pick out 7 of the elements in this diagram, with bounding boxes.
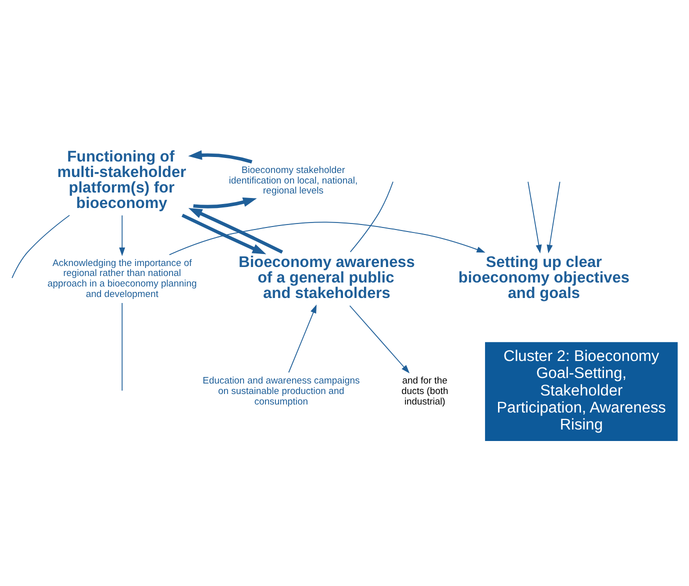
node-text: Education and awareness campaigns on sustainable production and consumption [202,375,360,407]
node-text: Bioeconomy awareness of a general public and stakeholders [238,254,415,302]
node-text: and for the ducts (both industrial) [401,375,448,407]
node-text: Bioeconomy stakeholder identification on local, national, regional levels [228,164,358,196]
node-text: Acknowledging the importance of regional rather than national approach in a bioeconomy planning and development [47,257,197,300]
node-text: Functioning of multi-stakeholder platform(s) for bioeconomy [57,148,186,212]
node-text: Setting up clear bioeconomy objectives and goals [458,254,630,302]
